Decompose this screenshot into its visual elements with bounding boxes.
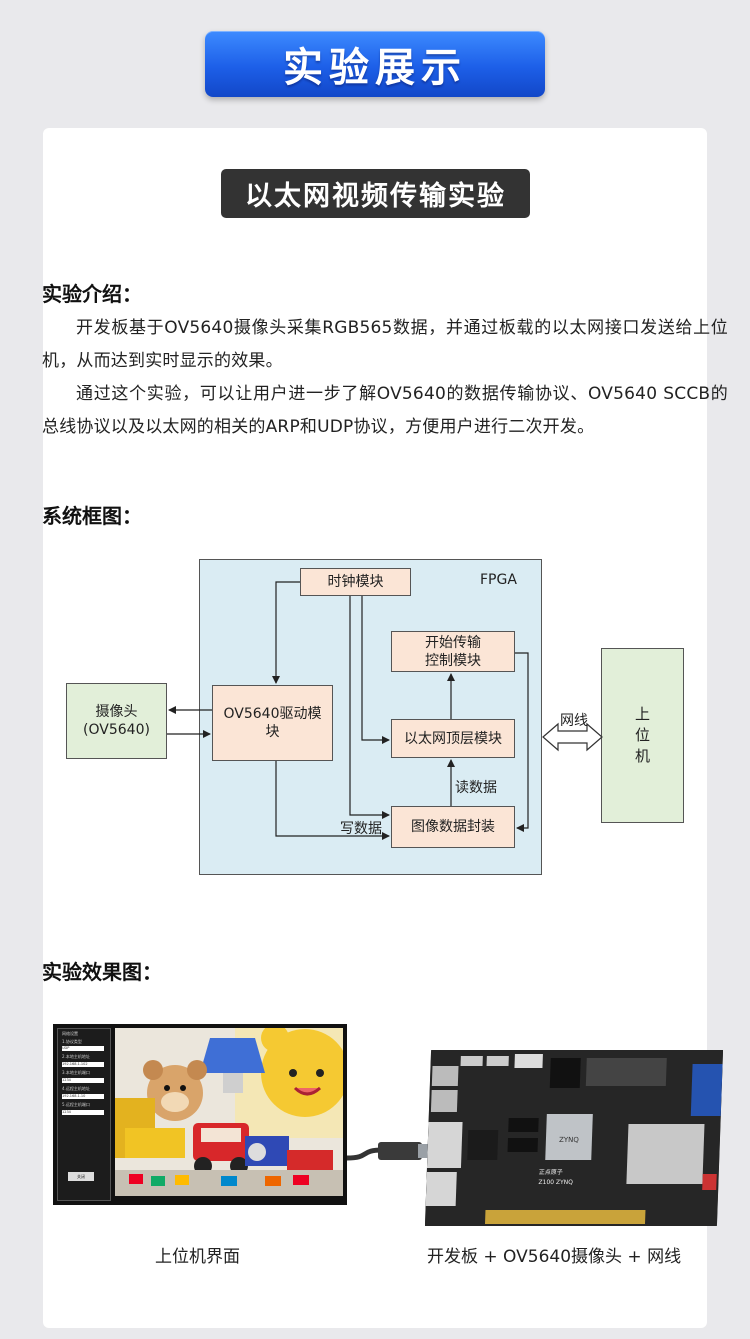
intro-heading: 实验介绍：: [42, 282, 142, 306]
transfer-control-module: 开始传输控制模块: [391, 631, 515, 672]
network-settings-panel: 网络设置 1.协议类型 UDP 2.本地主机地址 192.168.1.102 3…: [57, 1028, 111, 1201]
svg-text:正点原子: 正点原子: [539, 1168, 563, 1176]
protocol-select[interactable]: UDP: [62, 1046, 104, 1051]
read-data-label: 读数据: [455, 780, 497, 796]
svg-text:ZYNQ: ZYNQ: [559, 1136, 580, 1144]
fpga-label: FPGA: [480, 572, 517, 588]
banner-title: 实验展示: [283, 45, 467, 91]
dev-board-illustration: ZYNQ 正点原子 Z100 ZYNQ: [424, 1050, 724, 1226]
diagram-heading: 系统框图：: [42, 504, 142, 528]
dev-board-photo: ZYNQ 正点原子 Z100 ZYNQ: [424, 1050, 724, 1226]
net-label: 网线: [560, 713, 588, 729]
remote-ip-field[interactable]: 192.168.1.10: [62, 1094, 104, 1099]
results-heading: 实验效果图：: [42, 960, 162, 984]
host-ui-caption: 上位机界面: [155, 1247, 240, 1267]
board-caption: 开发板 + OV5640摄像头 + 网线: [427, 1247, 682, 1267]
ethernet-top-module: 以太网顶层模块: [391, 719, 515, 758]
top-banner: 实验展示: [205, 31, 545, 97]
local-port-field[interactable]: 1234: [62, 1078, 104, 1083]
camera-preview-image: [115, 1028, 343, 1196]
write-data-label: 写数据: [340, 821, 382, 837]
sub-banner-title: 以太网视频传输实验: [245, 181, 506, 212]
clock-module: 时钟模块: [300, 568, 411, 596]
ov5640-driver-module: OV5640驱动模块: [212, 685, 333, 761]
intro-paragraph-1: 开发板基于OV5640摄像头采集RGB565数据，并通过板载的以太网接口发送给上…: [42, 318, 728, 371]
host-ui-screenshot: 网络设置 1.协议类型 UDP 2.本地主机地址 192.168.1.102 3…: [53, 1024, 347, 1205]
host-pc-block: 上位机: [601, 648, 684, 823]
close-button[interactable]: 关闭: [68, 1172, 94, 1181]
local-ip-field[interactable]: 192.168.1.102: [62, 1062, 104, 1067]
network-double-arrow: [542, 722, 603, 752]
image-data-packer: 图像数据封装: [391, 806, 515, 848]
sub-banner: 以太网视频传输实验: [221, 169, 530, 218]
intro-paragraph-2: 通过这个实验，可以让用户进一步了解OV5640的数据传输协议、OV5640 SC…: [42, 384, 728, 437]
svg-text:Z100 ZYNQ: Z100 ZYNQ: [538, 1179, 573, 1186]
toys-scene-illustration: [115, 1028, 343, 1196]
camera-block: 摄像头(OV5640): [66, 683, 167, 759]
remote-port-field[interactable]: 1234: [62, 1110, 104, 1115]
